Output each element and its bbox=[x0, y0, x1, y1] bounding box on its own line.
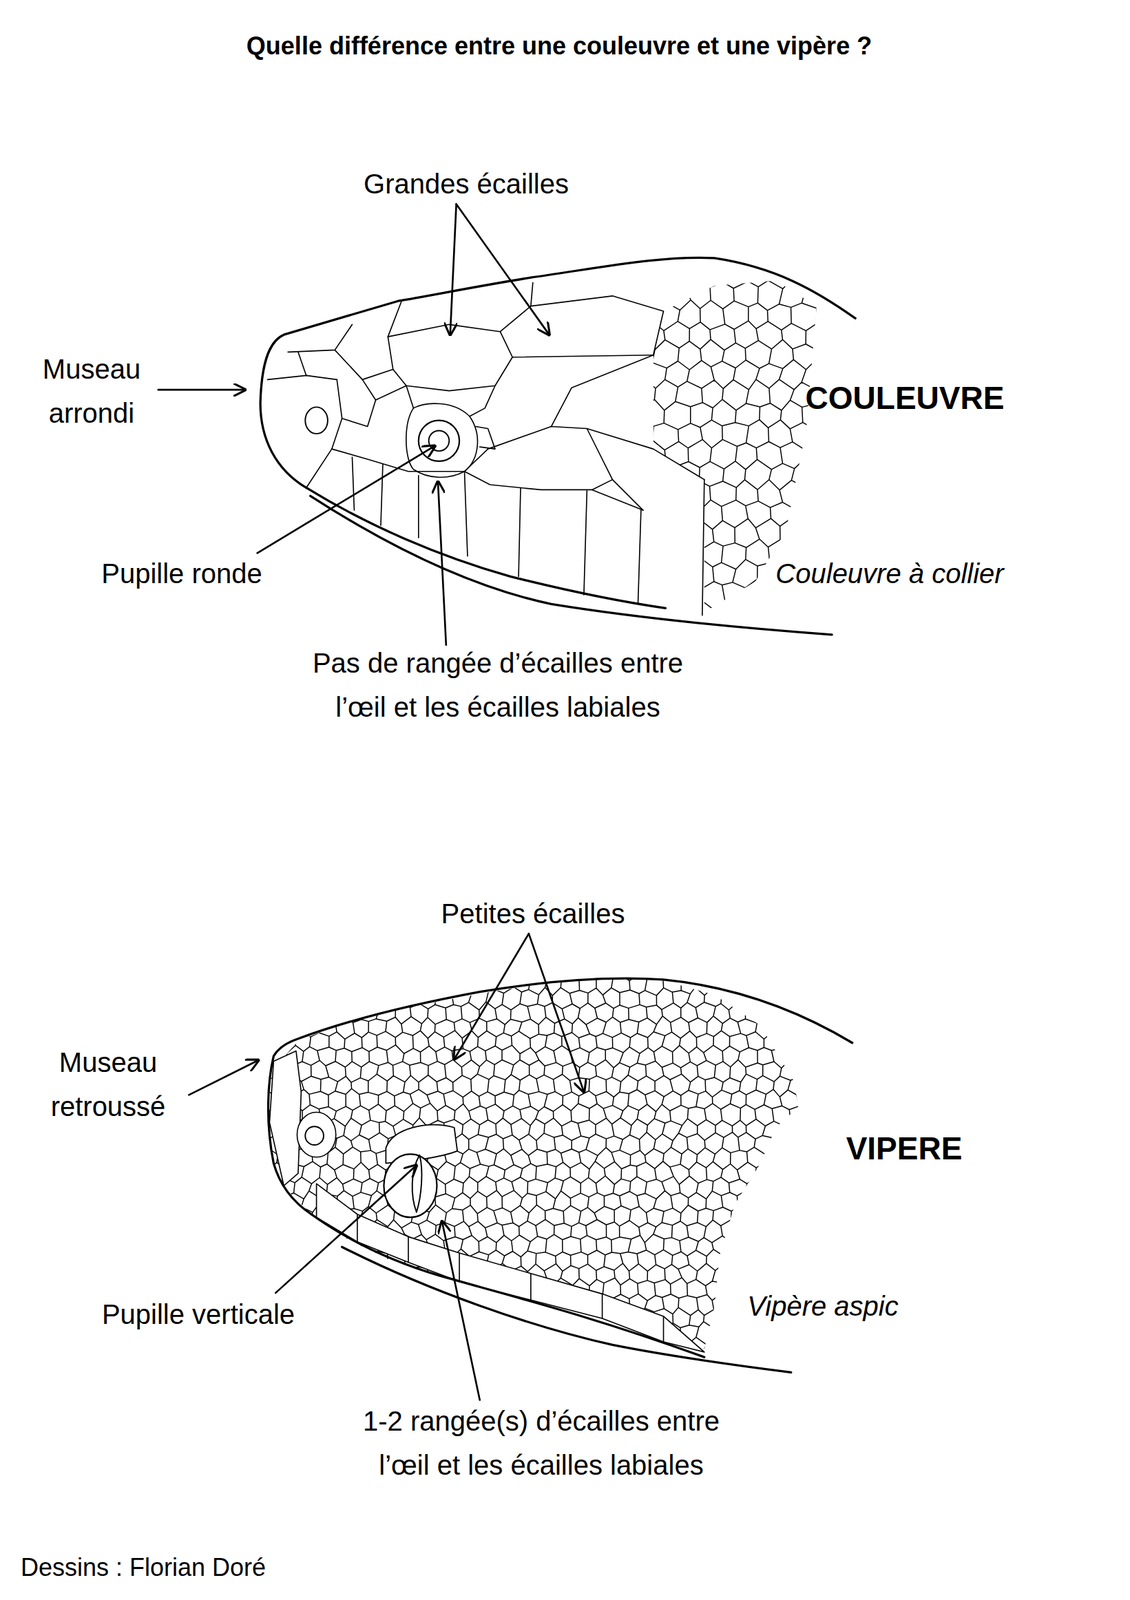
callout-label: Pas de rangée d’écailles entre l’œil et … bbox=[300, 641, 697, 730]
callout-label: Museau arrondi bbox=[15, 347, 168, 436]
leader-arrow bbox=[456, 203, 550, 335]
head-outline bbox=[268, 978, 853, 1215]
mouth-line bbox=[311, 1214, 705, 1358]
jaw-line bbox=[342, 1247, 792, 1373]
species-name: Couleuvre à collier bbox=[775, 557, 1004, 590]
leader-arrow bbox=[450, 203, 457, 335]
head-plates bbox=[267, 283, 704, 616]
head-outline bbox=[260, 257, 856, 488]
leader-arrow bbox=[528, 933, 584, 1093]
mouth-line bbox=[306, 487, 666, 609]
callout-label: Grandes écailles bbox=[363, 168, 569, 200]
grass-snake-head bbox=[260, 257, 876, 670]
species-heading: VIPERE bbox=[846, 1130, 963, 1168]
callout-label: Museau retroussé bbox=[32, 1040, 184, 1129]
vertical-pupil bbox=[412, 1155, 423, 1213]
callout-label: Pupille ronde bbox=[101, 557, 263, 590]
eye bbox=[383, 1154, 437, 1218]
labial-scales bbox=[316, 1183, 705, 1353]
nostril bbox=[305, 1126, 324, 1146]
labial-dividers bbox=[357, 1214, 664, 1343]
callout-label: 1-2 rangée(s) d’écailles entre l’œil et … bbox=[343, 1399, 740, 1488]
asp-viper-head bbox=[249, 957, 853, 1403]
nostril bbox=[305, 406, 328, 434]
nasal-scale bbox=[296, 1112, 336, 1158]
callout-label: Pupille verticale bbox=[101, 1298, 295, 1331]
jaw-line bbox=[310, 495, 832, 635]
credit-caption: Dessins : Florian Doré bbox=[20, 1553, 266, 1582]
leader-arrow bbox=[275, 1165, 417, 1294]
leader-arrow bbox=[442, 1221, 480, 1400]
leader-arrow bbox=[257, 446, 436, 554]
leader-arrow bbox=[188, 1060, 259, 1095]
callout-label: Petites écailles bbox=[441, 897, 626, 930]
leader-arrow bbox=[158, 389, 246, 392]
species-heading: COULEUVRE bbox=[805, 380, 1005, 417]
diagram-title: Quelle différence entre une couleuvre et… bbox=[246, 31, 872, 60]
leader-arrow bbox=[437, 482, 447, 646]
eye bbox=[418, 420, 460, 462]
species-name: Vipère aspic bbox=[747, 1290, 898, 1323]
leader-arrows bbox=[158, 203, 584, 1400]
leader-arrow bbox=[454, 933, 529, 1060]
